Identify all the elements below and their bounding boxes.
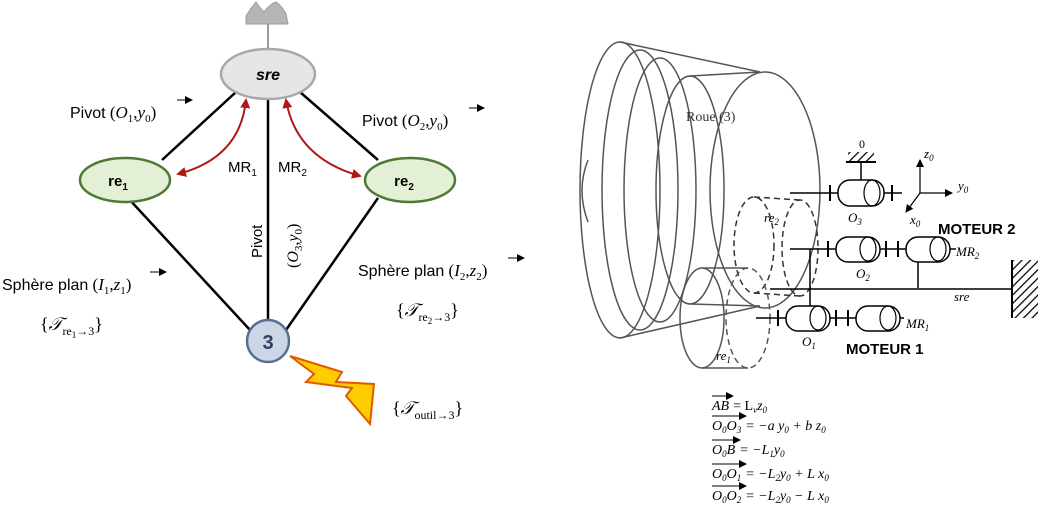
link-re2-3 [284,197,380,331]
equation-o0o2: O0O2= −L2y0 − L x0 [712,489,829,505]
node-re1 [78,156,172,204]
node-re1-label: re1 [108,173,128,193]
label-sphere2: Sphère plan (I2,z2) [358,261,487,283]
label-pivot-o3: (O3,y0) [285,224,305,268]
label-pivot-o1: Pivot (O1,y0) [70,103,156,125]
ground-symbol [245,1,289,25]
label-mr2: MR2 [278,159,307,179]
label-sphere1: Sphère plan (I1,z1) [2,275,131,297]
pivot-o3 [790,179,902,207]
tool-bolt-icon [289,355,376,427]
axis-z0: z0 [923,146,934,163]
label-moteur2: MOTEUR 2 [938,221,1016,238]
label-roue-3: Roue (3) [686,110,736,125]
node-re2-label: re2 [394,173,414,193]
label-mr2: MR2 [955,244,980,261]
pivot-o1-mr1 [756,289,904,332]
axis-y0: y0 [956,178,969,195]
equation-o0o3: O0O3= −a y0 + b z0 [712,419,826,435]
equation-ab: AB= Lvz0 [711,399,768,415]
liaison-graph: sre re1 re2 3 Pivot (O1,y0) Pivot (O2,y0… [2,1,525,427]
equation-o0b: O0B= −L1y0 [712,443,785,459]
axes-triad [905,159,953,213]
label-sre: sre [954,289,970,304]
label-pivot-o3-word: Pivot [249,224,266,258]
torsor-outil-3: {𝒯outil→3} [392,398,463,422]
axis-x0: x0 [909,212,921,229]
node-sre [219,47,317,101]
node-3 [245,318,291,364]
roller-re2 [733,196,819,297]
node-sre-label: sre [256,67,280,84]
label-o1: O1 [802,334,816,351]
label-re2: re2 [764,210,779,227]
mechanism-drawing: Roue (3) re2 re1 0 [579,41,1038,369]
motor-arrow-mr1 [176,98,251,177]
torsor-re2-3: {𝒯re2→3} [396,300,459,326]
motor-arrow-mr2 [282,98,362,179]
wheel-roue-3 [579,41,821,339]
label-o2: O2 [856,266,870,283]
equations-block: AB= Lvz0 O0O3= −a y0 + b z0 O0B= −L1y0 O… [711,392,829,505]
frame-0: 0 [846,137,876,180]
pivot-o2-mr2 [790,236,956,288]
label-mr1: MR1 [228,159,257,179]
torsor-re1-3: {𝒯re1→3} [40,314,103,340]
svg-text:0: 0 [859,137,865,151]
node-3-label: 3 [262,332,273,354]
label-mr1: MR1 [905,316,929,333]
node-re2 [363,156,457,204]
label-moteur1: MOTEUR 1 [846,341,924,358]
label-o3: O3 [848,210,862,227]
link-re1-3 [127,197,251,331]
label-pivot-o2: Pivot (O2,y0) [362,111,448,133]
label-re1: re1 [716,348,731,365]
equation-o0o1: O0O1= −L2y0 + L x0 [712,467,829,483]
wall-hatch [1012,260,1038,318]
